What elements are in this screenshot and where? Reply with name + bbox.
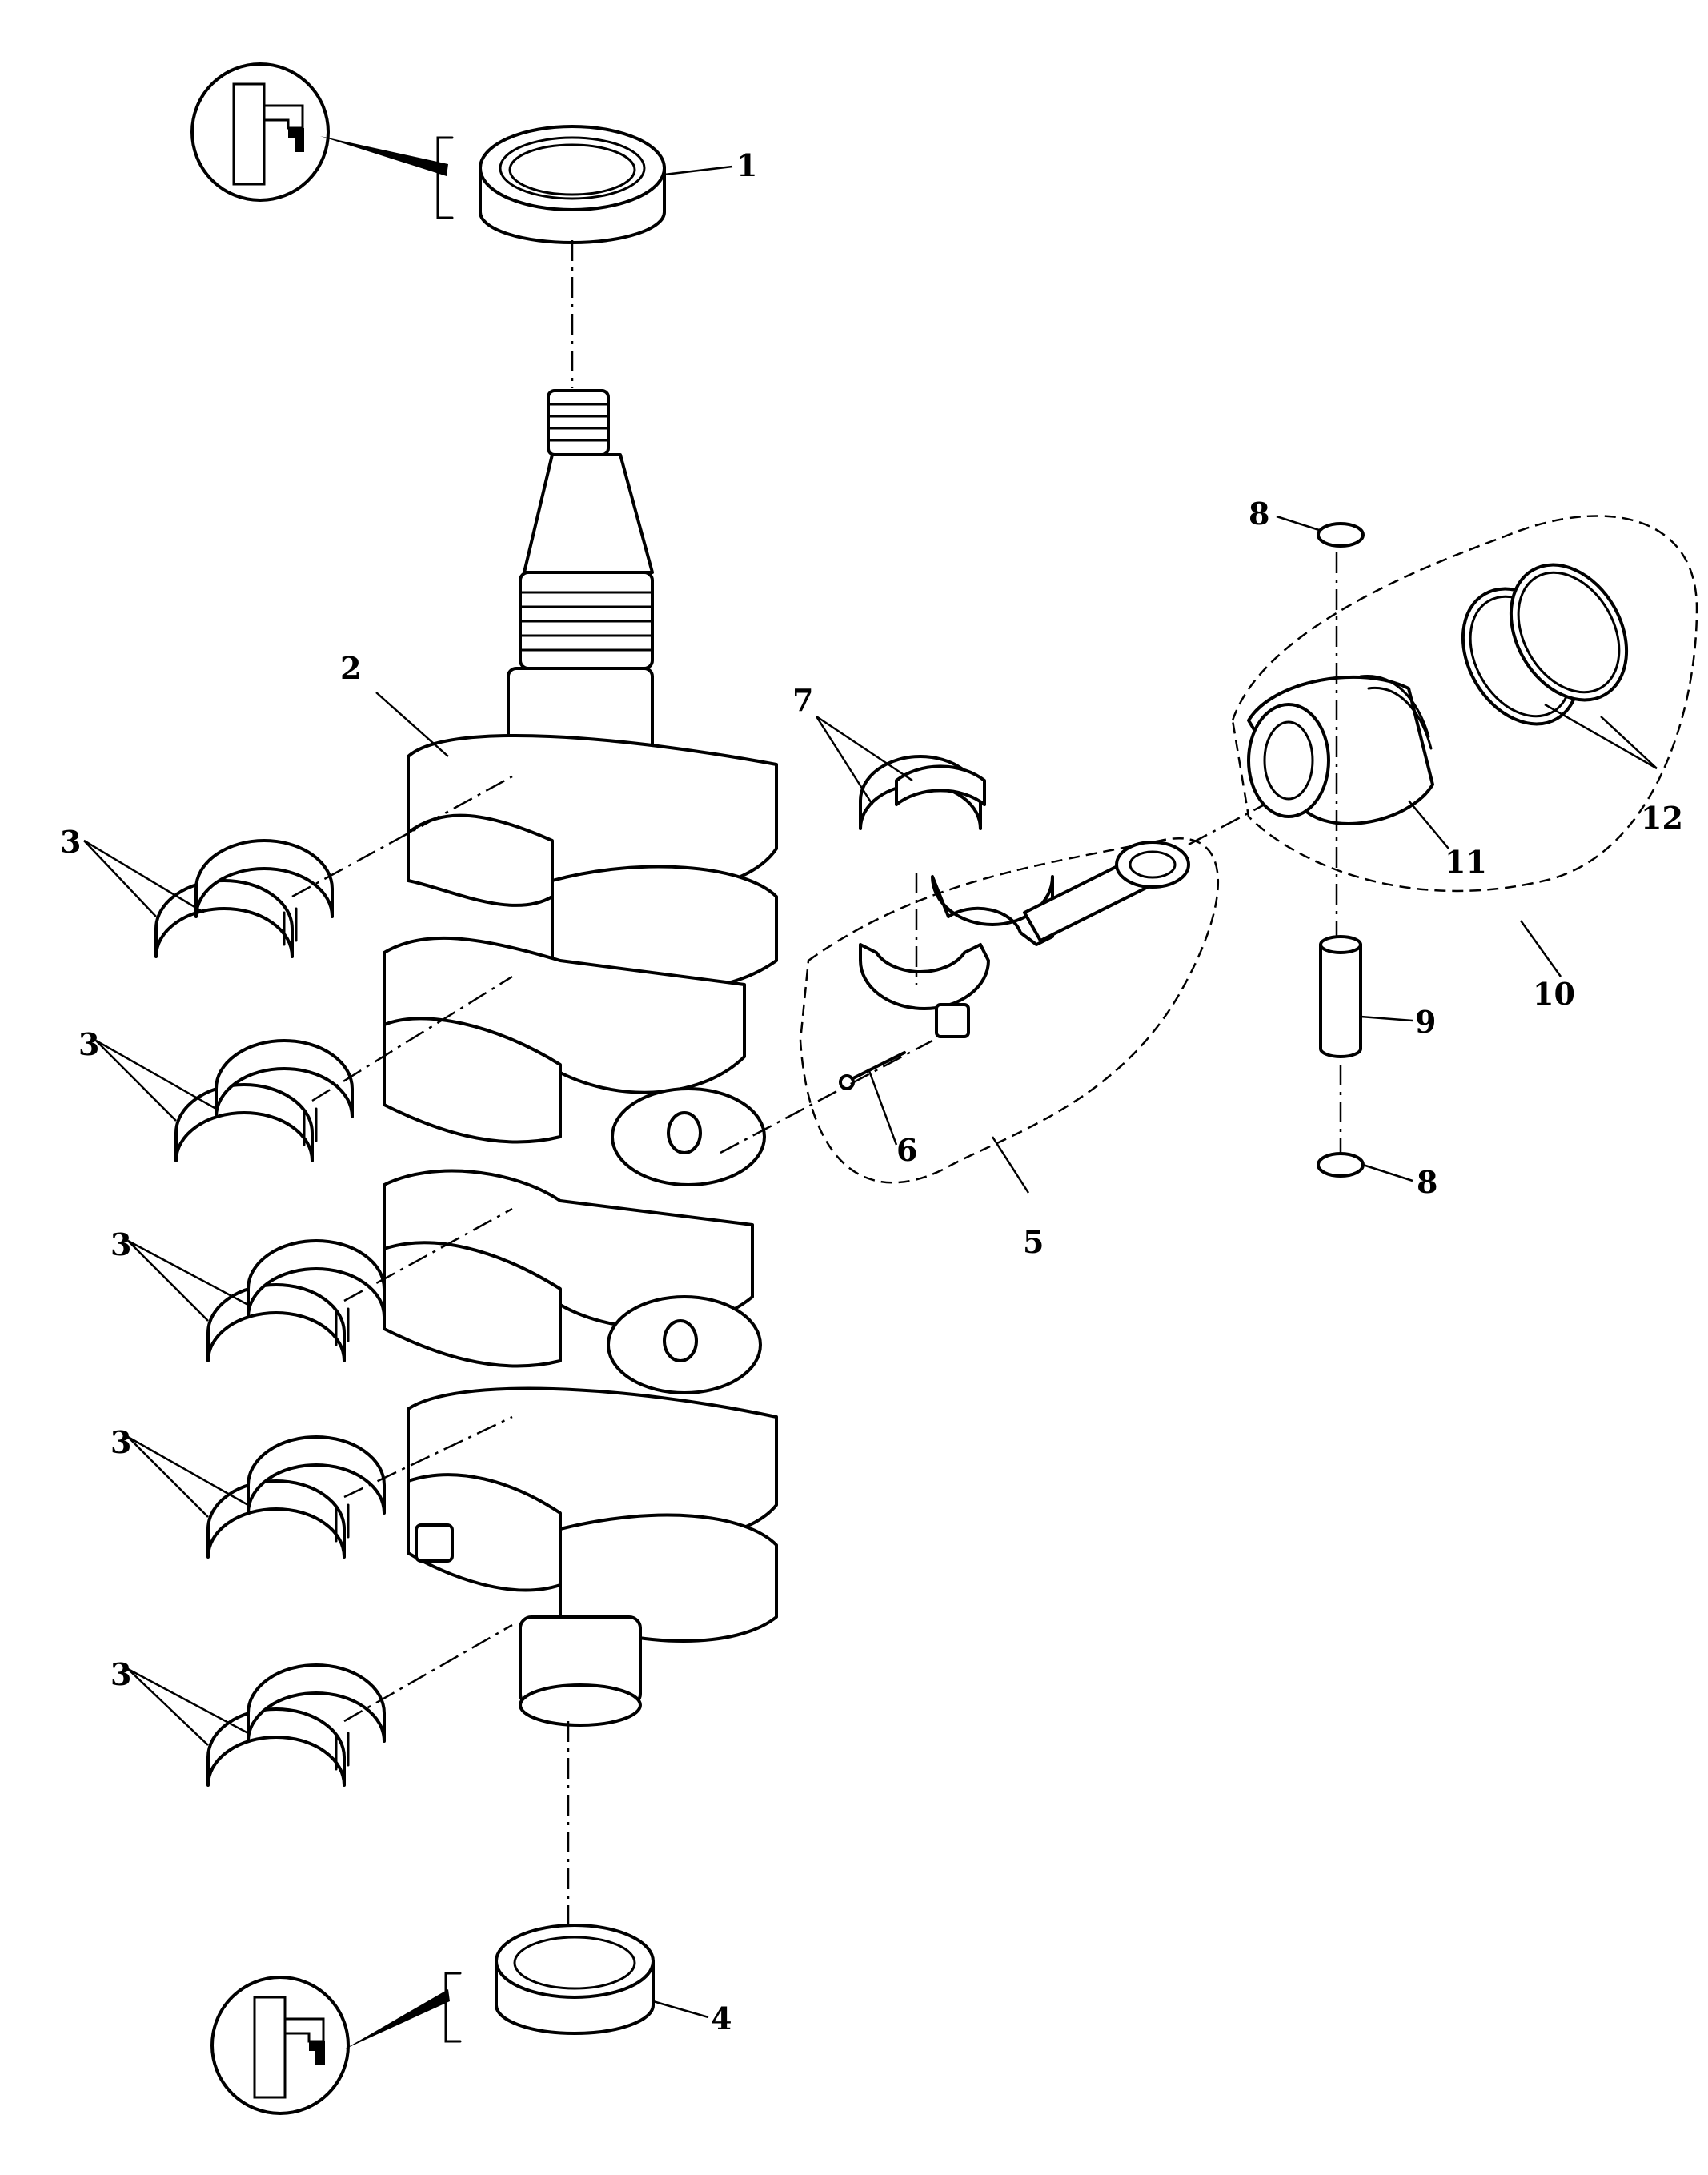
- circlip-top: [1317, 522, 1365, 548]
- bearing-leaders: [83, 839, 249, 1746]
- main-bearing-5: [206, 1663, 386, 1787]
- callout-2: 2: [340, 650, 361, 686]
- callout-6: 6: [896, 1132, 917, 1168]
- piston-pin: [1319, 935, 1362, 1058]
- piston-rings: [1461, 563, 1629, 726]
- callout-3: 3: [60, 824, 81, 860]
- callout-3: 3: [78, 1026, 99, 1062]
- circlip-bottom: [1317, 1152, 1365, 1178]
- callout-12: 12: [1641, 800, 1683, 836]
- callout-8: 8: [1417, 1164, 1437, 1200]
- main-bearing-2: [174, 1039, 354, 1162]
- callout-8: 8: [1249, 496, 1269, 532]
- callout-3: 3: [110, 1656, 131, 1692]
- connecting-rod: [931, 841, 1190, 946]
- callout-5: 5: [1023, 1224, 1044, 1260]
- callout-11: 11: [1445, 844, 1487, 880]
- callout-3: 3: [110, 1424, 131, 1460]
- main-bearing-4: [206, 1435, 386, 1559]
- callout-4: 4: [711, 2000, 732, 2037]
- callout-1: 1: [736, 147, 757, 183]
- rod-bolt: [839, 1051, 906, 1090]
- seal-detail-inset-bottom: [210, 1972, 462, 2115]
- rod-bearing: [859, 755, 986, 830]
- oil-seal-bottom: [495, 1924, 655, 2035]
- oil-seal-top: [479, 125, 666, 244]
- crankshaft: [383, 389, 778, 1727]
- callout-9: 9: [1415, 1004, 1436, 1040]
- seal-detail-inset-top: [190, 62, 454, 219]
- piston: [1247, 674, 1434, 825]
- callout-7: 7: [792, 682, 813, 718]
- rod-cap: [859, 943, 990, 1038]
- main-bearing-1: [154, 839, 334, 958]
- callout-10: 10: [1533, 976, 1575, 1012]
- callout-3: 3: [110, 1226, 131, 1262]
- main-bearing-3: [206, 1239, 386, 1362]
